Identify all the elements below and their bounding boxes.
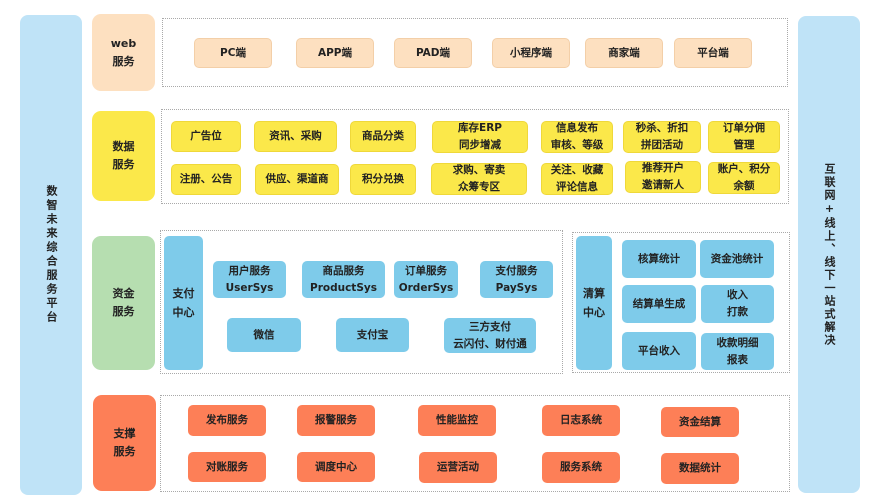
support-item: 对账服务 <box>188 452 266 482</box>
solution-title: 互联网+线上、线下一站式解决 <box>823 162 836 347</box>
data-item: 库存ERP 同步增减 <box>432 121 528 153</box>
clearing-item: 平台收入 <box>622 332 696 370</box>
web-item-pad: PAD端 <box>394 38 472 68</box>
right-solution-bar: 互联网+线上、线下一站式解决 <box>798 16 860 493</box>
clearing-center-label: 清算 中心 <box>576 236 612 370</box>
fund-service-label: 资金 服务 <box>92 236 155 370</box>
data-item: 信息发布 审核、等级 <box>541 121 613 153</box>
data-item: 广告位 <box>171 121 241 152</box>
data-item: 积分兑换 <box>350 164 416 195</box>
service-product: 商品服务 ProductSys <box>302 261 385 298</box>
channel-third-party: 三方支付 云闪付、财付通 <box>444 318 536 353</box>
support-item: 服务系统 <box>542 452 620 483</box>
clearing-item: 收入 打款 <box>701 285 774 323</box>
support-service-label: 支撑 服务 <box>93 395 156 491</box>
web-item-platform: 平台端 <box>674 38 752 68</box>
support-item: 调度中心 <box>297 452 375 482</box>
platform-title: 数智未来综合服务平台 <box>45 185 58 325</box>
support-item: 资金结算 <box>661 407 739 437</box>
payment-center-label: 支付 中心 <box>164 236 203 370</box>
data-item: 账户、积分 余额 <box>708 162 780 194</box>
data-service-label: 数据 服务 <box>92 111 155 201</box>
clearing-item: 收款明细 报表 <box>701 333 774 370</box>
channel-wechat: 微信 <box>227 318 301 352</box>
data-item: 资讯、采购 <box>254 121 337 152</box>
web-item-merchant: 商家端 <box>585 38 663 68</box>
data-item: 注册、公告 <box>171 164 241 195</box>
service-pay: 支付服务 PaySys <box>480 261 553 298</box>
service-user: 用户服务 UserSys <box>213 261 286 298</box>
support-item: 发布服务 <box>188 405 266 436</box>
data-item: 供应、渠道商 <box>255 164 339 195</box>
web-item-miniprogram: 小程序端 <box>492 38 570 68</box>
web-service-label: web 服务 <box>92 14 155 91</box>
data-item: 推荐开户 邀请新人 <box>625 161 701 193</box>
support-item: 日志系统 <box>542 405 620 436</box>
data-item: 秒杀、折扣 拼团活动 <box>623 121 701 153</box>
service-order: 订单服务 OrderSys <box>394 261 458 298</box>
clearing-item: 核算统计 <box>622 240 696 278</box>
data-item: 商品分类 <box>350 121 416 152</box>
support-item: 性能监控 <box>418 405 496 436</box>
support-item: 报警服务 <box>297 405 375 436</box>
data-item: 订单分佣 管理 <box>708 121 780 153</box>
support-item: 数据统计 <box>661 453 739 484</box>
support-item: 运营活动 <box>419 452 497 483</box>
data-item: 求购、寄卖 众筹专区 <box>431 163 527 195</box>
left-platform-bar: 数智未来综合服务平台 <box>20 15 82 495</box>
clearing-item: 资金池统计 <box>700 240 774 278</box>
data-item: 关注、收藏 评论信息 <box>541 163 613 195</box>
channel-alipay: 支付宝 <box>336 318 409 352</box>
clearing-item: 结算单生成 <box>622 285 696 323</box>
web-item-pc: PC端 <box>194 38 272 68</box>
web-item-app: APP端 <box>296 38 374 68</box>
